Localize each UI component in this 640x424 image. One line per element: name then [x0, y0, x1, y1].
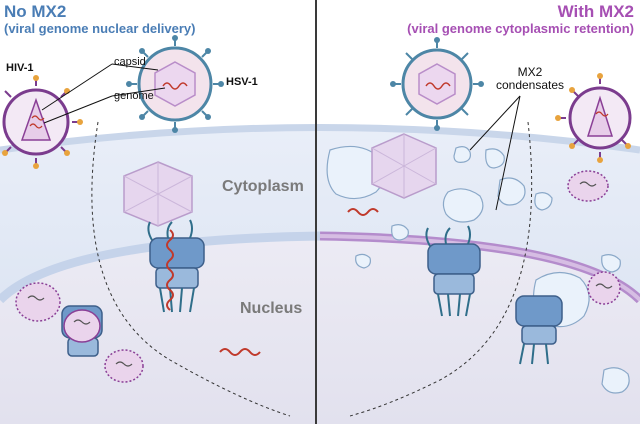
mx2-label-line1: MX2	[517, 65, 543, 79]
viral-genome-entering	[166, 229, 174, 311]
hiv-virion-left	[2, 75, 83, 169]
hiv-label: HIV-1	[6, 62, 34, 74]
cell-membrane	[0, 124, 640, 154]
nuclear-pore-right-1	[425, 225, 481, 317]
capsid-label: capsid	[114, 56, 146, 68]
trajectory-left	[91, 121, 291, 417]
hiv-virion-right	[555, 73, 632, 163]
mx2-label-line2: condensates	[495, 78, 565, 93]
right-panel-subtitle: (viral genome cytoplasmic retention)	[407, 21, 634, 36]
mx2-condensates-label: MX2 condensates	[490, 65, 570, 93]
cytoplasm-label: Cytoplasm	[222, 178, 304, 195]
nucleus-label: Nucleus	[240, 300, 303, 317]
genome-label: genome	[114, 90, 154, 102]
nuclear-pore-right-2	[515, 295, 563, 365]
nuclear-envelope-left	[0, 231, 321, 304]
hiv-capsid-trapped-2	[587, 271, 621, 305]
trajectory-right	[349, 121, 533, 417]
left-panel-title: No MX2	[4, 2, 67, 21]
hsv-virion-left	[126, 35, 224, 133]
left-panel-subtitle: (viral genome nuclear delivery)	[4, 21, 196, 36]
viral-genome-retained	[347, 208, 379, 216]
hsv-label: HSV-1	[226, 76, 258, 88]
right-panel-title: With MX2	[557, 2, 634, 21]
viral-genome-nucleus	[219, 348, 261, 356]
nuclear-pore-left-bottom	[15, 282, 144, 383]
hiv-capsid-trapped-1	[567, 170, 609, 202]
hsv-virion-right	[390, 37, 484, 131]
